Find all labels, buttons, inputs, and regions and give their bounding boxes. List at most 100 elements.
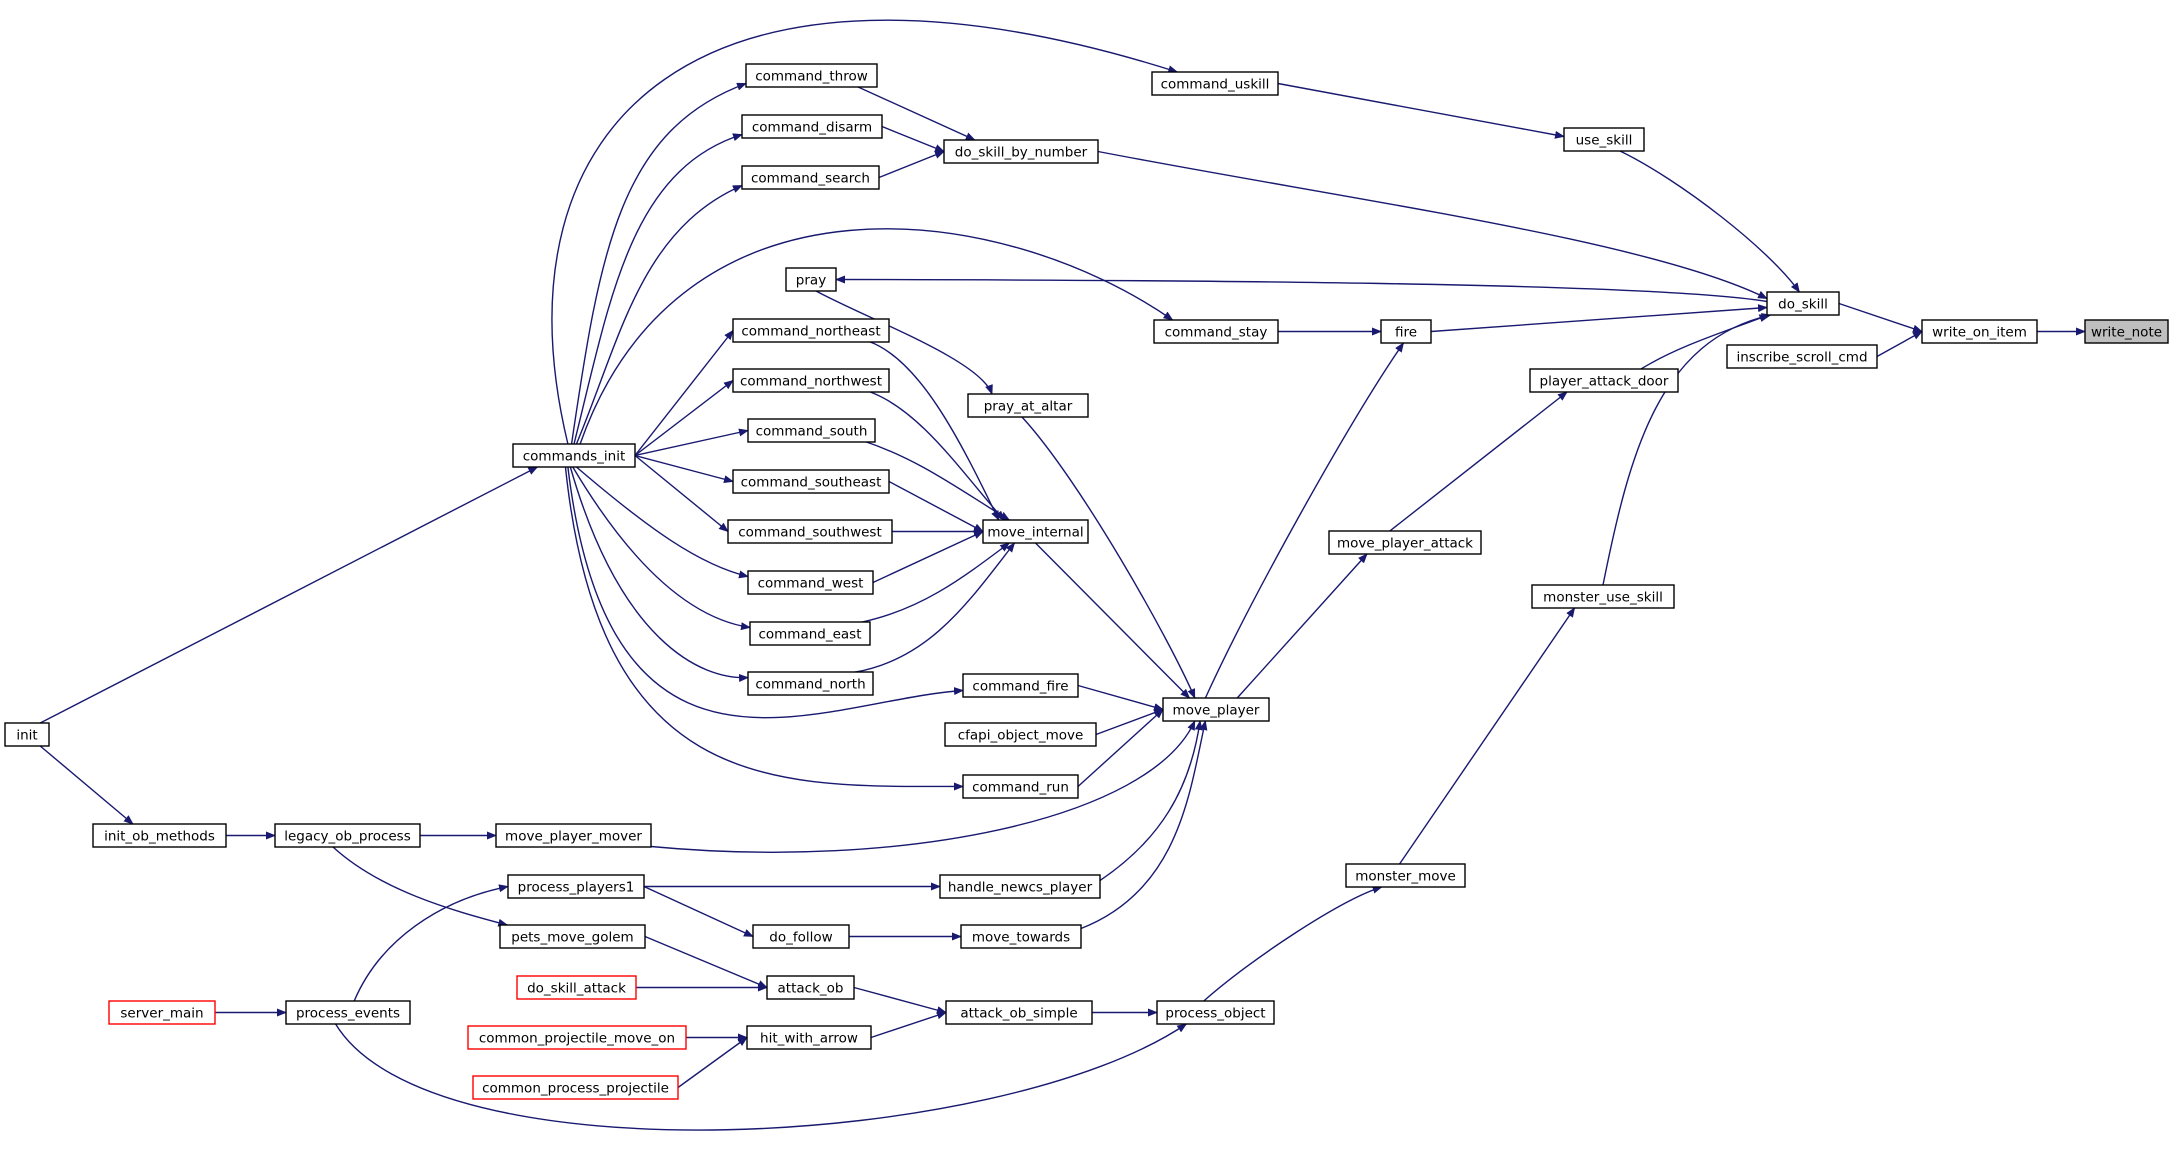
node-command_run[interactable]: command_run bbox=[962, 774, 1079, 799]
node-box bbox=[745, 63, 878, 88]
edge-line bbox=[567, 466, 964, 719]
node-move_player_attack[interactable]: move_player_attack bbox=[1328, 530, 1482, 555]
node-command_southeast[interactable]: command_southeast bbox=[732, 469, 890, 494]
node-label: command_uskill bbox=[1161, 77, 1270, 93]
node-command_west[interactable]: command_west bbox=[747, 570, 874, 595]
node-label: do_follow bbox=[769, 930, 832, 946]
node-pets_move_golem[interactable]: pets_move_golem bbox=[499, 924, 646, 949]
node-command_north[interactable]: command_north bbox=[747, 671, 874, 696]
edge-cfapi_object_move-to-move_player bbox=[1095, 708, 1164, 736]
node-cfapi_object_move[interactable]: cfapi_object_move bbox=[944, 722, 1097, 747]
node-command_disarm[interactable]: command_disarm bbox=[741, 114, 883, 139]
node-do_skill_attack[interactable]: do_skill_attack bbox=[516, 975, 637, 1000]
node-init_ob_methods[interactable]: init_ob_methods bbox=[92, 823, 227, 848]
node-handle_newcs_player[interactable]: handle_newcs_player bbox=[939, 874, 1101, 899]
node-label: pray_at_altar bbox=[984, 399, 1073, 415]
node-move_internal[interactable]: move_internal bbox=[982, 519, 1089, 544]
edge-line bbox=[1389, 391, 1568, 532]
node-box bbox=[1531, 584, 1675, 609]
node-label: move_towards bbox=[972, 930, 1070, 946]
node-box bbox=[747, 418, 876, 443]
node-common_projectile_move_on[interactable]: common_projectile_move_on bbox=[467, 1025, 687, 1050]
node-command_southwest[interactable]: command_southwest bbox=[727, 519, 893, 544]
node-command_throw[interactable]: command_throw bbox=[745, 63, 878, 88]
node-label: init_ob_methods bbox=[104, 829, 215, 845]
node-inscribe_scroll_cmd[interactable]: inscribe_scroll_cmd bbox=[1726, 344, 1878, 369]
edge-init-to-init_ob_methods bbox=[39, 745, 134, 825]
node-command_search[interactable]: command_search bbox=[741, 165, 880, 190]
node-label: command_throw bbox=[755, 69, 868, 85]
node-command_fire[interactable]: command_fire bbox=[962, 673, 1079, 698]
node-box bbox=[472, 1075, 679, 1100]
node-pray[interactable]: pray bbox=[785, 267, 837, 292]
node-server_main[interactable]: server_main bbox=[108, 1000, 216, 1025]
edge-pets_move_golem-to-attack_ob bbox=[644, 935, 768, 989]
node-player_attack_door[interactable]: player_attack_door bbox=[1529, 368, 1679, 393]
edge-line bbox=[579, 228, 1174, 445]
edge-commands_init-to-command_north bbox=[569, 466, 749, 682]
node-command_uskill[interactable]: command_uskill bbox=[1151, 71, 1279, 96]
node-move_player_mover[interactable]: move_player_mover bbox=[495, 823, 652, 848]
node-command_northeast[interactable]: command_northeast bbox=[732, 318, 890, 343]
node-box bbox=[732, 368, 890, 393]
node-process_players1[interactable]: process_players1 bbox=[507, 874, 645, 899]
node-legacy_ob_process[interactable]: legacy_ob_process bbox=[274, 823, 421, 848]
node-pray_at_altar[interactable]: pray_at_altar bbox=[967, 393, 1089, 418]
node-command_northwest[interactable]: command_northwest bbox=[732, 368, 890, 393]
edge-line bbox=[634, 379, 734, 457]
node-write_on_item[interactable]: write_on_item bbox=[1921, 319, 2038, 344]
node-use_skill[interactable]: use_skill bbox=[1563, 127, 1645, 152]
edge-do_skill_by_number-to-do_skill bbox=[1097, 150, 1768, 300]
edge-use_skill-to-do_skill bbox=[1619, 150, 1800, 293]
node-attack_ob[interactable]: attack_ob bbox=[766, 975, 855, 1000]
node-command_stay[interactable]: command_stay bbox=[1153, 319, 1279, 344]
node-fire[interactable]: fire bbox=[1380, 319, 1432, 344]
node-hit_with_arrow[interactable]: hit_with_arrow bbox=[746, 1025, 872, 1050]
edge-commands_init-to-command_southeast bbox=[634, 454, 734, 484]
node-write_note[interactable]: write_note bbox=[2084, 319, 2169, 344]
edge-line bbox=[852, 542, 1016, 674]
node-box bbox=[741, 165, 880, 190]
node-move_towards[interactable]: move_towards bbox=[960, 924, 1082, 949]
node-command_south[interactable]: command_south bbox=[747, 418, 876, 443]
node-box bbox=[1162, 697, 1270, 722]
edge-command_east-to-move_internal bbox=[859, 542, 1011, 624]
edge-fire-to-do_skill bbox=[1430, 304, 1768, 333]
node-monster_move[interactable]: monster_move bbox=[1345, 863, 1466, 888]
node-do_skill[interactable]: do_skill bbox=[1766, 291, 1840, 316]
node-label: cfapi_object_move bbox=[958, 728, 1084, 744]
node-process_events[interactable]: process_events bbox=[285, 1000, 411, 1025]
node-monster_use_skill[interactable]: monster_use_skill bbox=[1531, 584, 1675, 609]
node-init[interactable]: init bbox=[4, 722, 50, 747]
node-box bbox=[747, 671, 874, 696]
node-box bbox=[1156, 1000, 1275, 1025]
node-process_object[interactable]: process_object bbox=[1156, 1000, 1275, 1025]
edge-line bbox=[853, 986, 947, 1014]
edge-process_players1-to-do_follow bbox=[643, 885, 754, 938]
node-box bbox=[747, 570, 874, 595]
edge-common_process_projectile-to-hit_with_arrow bbox=[677, 1036, 748, 1089]
node-box bbox=[1529, 368, 1679, 393]
nodes-layer: write_note write_on_item do_skill inscribe_… bbox=[4, 63, 2169, 1100]
edge-line bbox=[643, 885, 754, 938]
node-label: write_note bbox=[2091, 325, 2162, 341]
node-label: use_skill bbox=[1576, 133, 1633, 149]
edge-line bbox=[1080, 720, 1208, 930]
node-do_skill_by_number[interactable]: do_skill_by_number bbox=[943, 139, 1099, 164]
node-label: move_player_mover bbox=[505, 829, 642, 845]
node-box bbox=[732, 318, 890, 343]
node-move_player[interactable]: move_player bbox=[1162, 697, 1270, 722]
node-do_follow[interactable]: do_follow bbox=[752, 924, 850, 949]
node-command_east[interactable]: command_east bbox=[749, 621, 871, 646]
edge-process_events-to-process_object bbox=[335, 1023, 1188, 1131]
edge-command_west-to-move_internal bbox=[872, 530, 984, 584]
node-common_process_projectile[interactable]: common_process_projectile bbox=[472, 1075, 679, 1100]
node-attack_ob_simple[interactable]: attack_ob_simple bbox=[945, 1000, 1093, 1025]
node-label: common_process_projectile bbox=[482, 1081, 669, 1097]
node-commands_init[interactable]: commands_init bbox=[512, 443, 636, 468]
node-label: write_on_item bbox=[1932, 325, 2027, 341]
edge-commands_init-to-command_northwest bbox=[634, 379, 734, 457]
edge-line bbox=[353, 884, 509, 1002]
node-label: handle_newcs_player bbox=[948, 880, 1093, 896]
node-label: attack_ob bbox=[778, 981, 844, 997]
